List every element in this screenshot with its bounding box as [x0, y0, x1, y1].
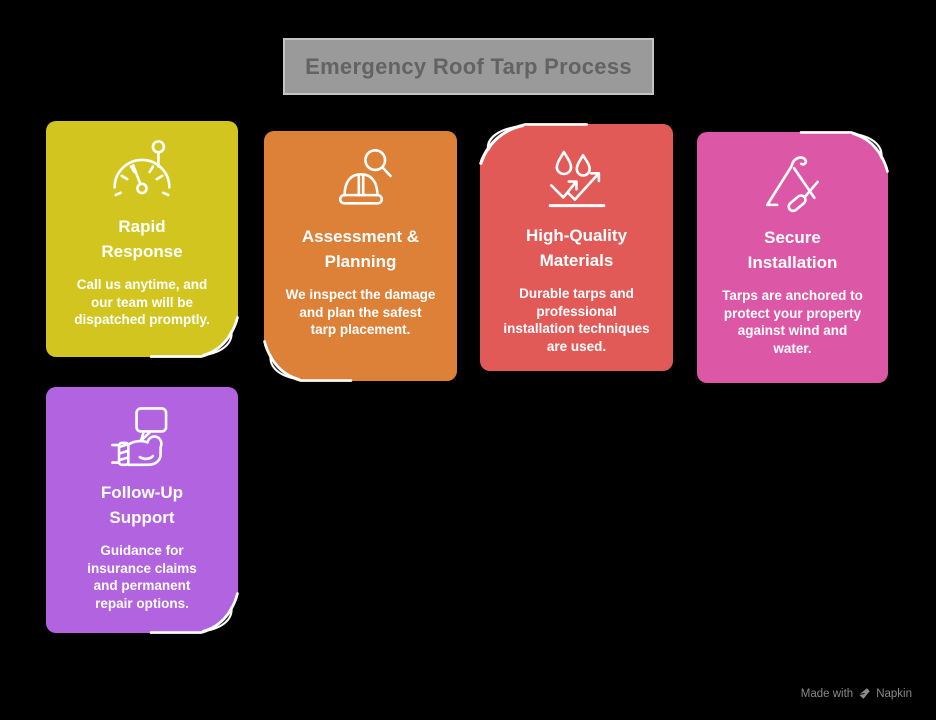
card-title: Rapid Response	[101, 217, 183, 261]
card-assessment-planning: Assessment & Planning We inspect the dam…	[263, 131, 457, 382]
card-body: Tarps are anchored to protect your prope…	[722, 288, 863, 356]
card-high-quality-materials: High-Quality Materials Durable tarps and…	[479, 123, 673, 371]
speedometer-icon	[107, 137, 177, 207]
card-body: Durable tarps and professional installat…	[503, 286, 650, 354]
watermark-brand: Napkin	[876, 687, 912, 700]
card-body: We inspect the damage and plan the safes…	[285, 287, 436, 338]
card-body: Guidance for insurance claims and perman…	[87, 543, 197, 611]
water-repellent-icon	[542, 146, 612, 216]
card-title: Secure Installation	[747, 228, 838, 272]
card-title: Assessment & Planning	[301, 227, 420, 271]
napkin-pen-icon	[859, 688, 870, 699]
card-body: Call us anytime, and our team will be di…	[74, 277, 210, 328]
tarp-stake-icon	[758, 148, 828, 218]
hardhat-magnifier-icon	[326, 147, 396, 217]
support-hand-icon	[107, 403, 177, 473]
card-follow-up-support: Follow-Up Support Guidance for insurance…	[46, 387, 239, 634]
card-title: High-Quality Materials	[525, 226, 628, 270]
diagram-title-box: Emergency Roof Tarp Process	[283, 38, 654, 95]
card-title: Follow-Up Support	[100, 483, 184, 527]
page-curl-decoration	[263, 340, 353, 382]
watermark: Made with Napkin	[801, 687, 912, 700]
watermark-made-with: Made with	[800, 687, 854, 700]
diagram-title: Emergency Roof Tarp Process	[305, 53, 632, 79]
card-rapid-response: Rapid Response Call us anytime, and our …	[46, 121, 239, 358]
card-secure-installation: Secure Installation Tarps are anchored t…	[697, 131, 889, 383]
